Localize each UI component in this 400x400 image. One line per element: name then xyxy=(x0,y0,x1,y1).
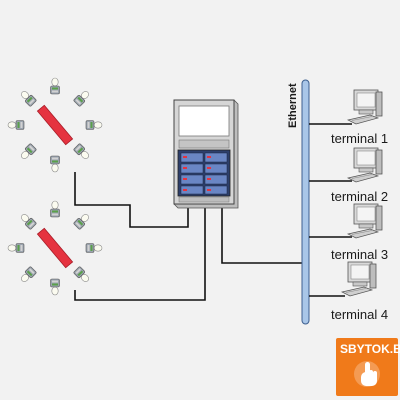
light-fixture-icon xyxy=(7,77,103,173)
terminal-4-label: terminal 4 xyxy=(331,307,388,322)
terminal-1-label: terminal 1 xyxy=(331,131,388,146)
terminal-4 xyxy=(341,261,377,297)
ethernet-label: Ethernet xyxy=(287,83,299,128)
watermark-badge[interactable]: SBYTOK.BY xyxy=(336,338,400,396)
computer-terminal-icon xyxy=(347,147,383,183)
ethernet-bus xyxy=(301,79,310,325)
wire-fixture1-server xyxy=(74,172,189,228)
terminal-3-label: terminal 3 xyxy=(331,247,388,262)
server-rack xyxy=(173,99,239,209)
light-fixture-icon xyxy=(7,200,103,296)
terminal-2 xyxy=(347,147,383,183)
wire-server-ethernet xyxy=(221,205,305,264)
computer-terminal-icon xyxy=(347,203,383,239)
server-rack-icon xyxy=(173,99,239,209)
light-fixture-1 xyxy=(7,77,103,173)
hand-pointer-icon xyxy=(354,361,380,387)
watermark-text: SBYTOK.BY xyxy=(340,342,400,356)
computer-terminal-icon xyxy=(347,89,383,125)
terminal-1 xyxy=(347,89,383,125)
terminal-2-label: terminal 2 xyxy=(331,189,388,204)
light-fixture-2 xyxy=(7,200,103,296)
wire-fixture2-server xyxy=(74,205,206,301)
terminal-3 xyxy=(347,203,383,239)
computer-terminal-icon xyxy=(341,261,377,297)
